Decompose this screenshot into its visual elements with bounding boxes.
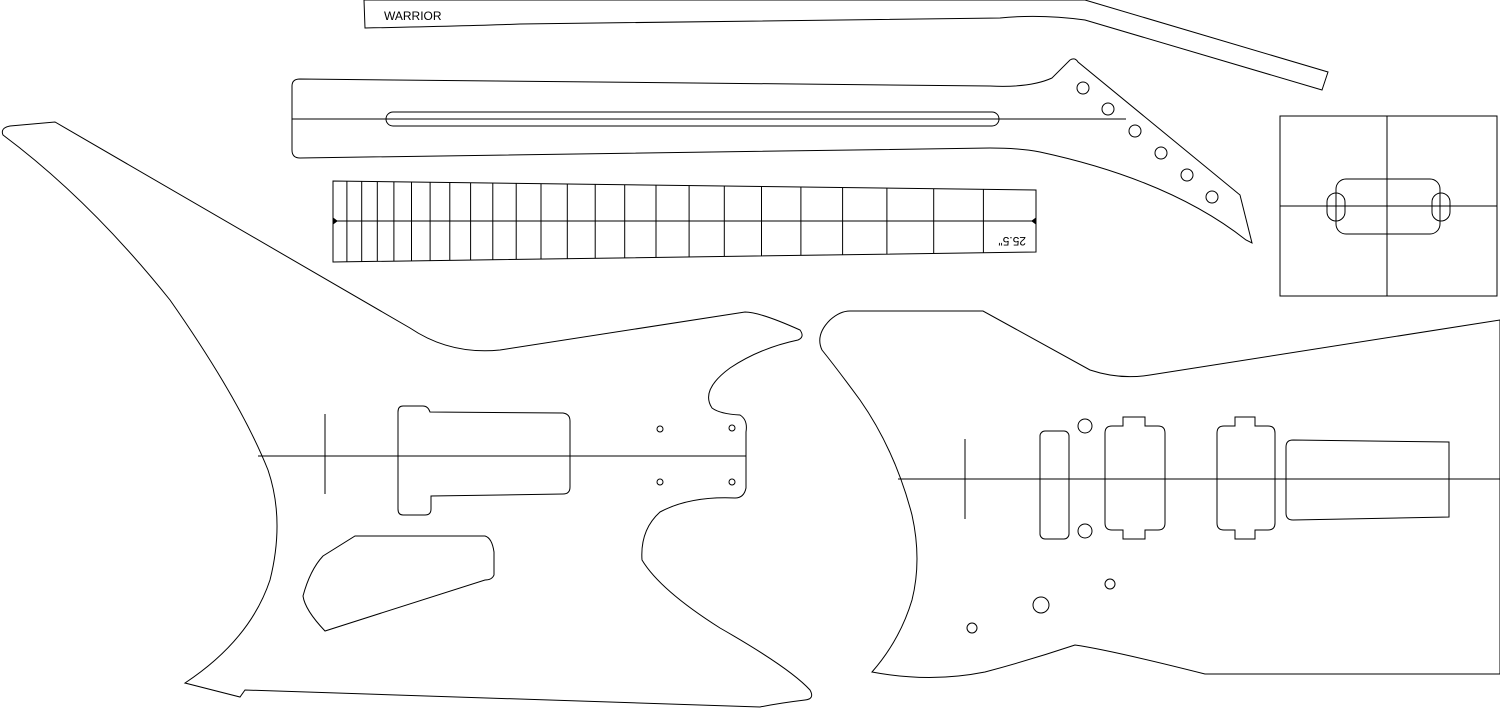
neck-pickup-slot — [1039, 430, 1070, 540]
truss-rod-slot — [385, 111, 1000, 127]
tuner-hole — [1205, 190, 1219, 204]
nut-marker-left — [332, 217, 338, 225]
control-hole — [1032, 596, 1050, 614]
screw-hole — [656, 425, 664, 433]
pickup-ear-left — [1326, 192, 1346, 222]
pickup-routing-template — [1279, 115, 1498, 297]
neck-side-profile: WARRIOR — [363, 0, 1329, 91]
mount-hole — [1077, 523, 1093, 539]
pickup-cavity-bridge — [1216, 416, 1276, 540]
neck-pocket-cavity — [397, 405, 571, 516]
scale-length-label: 25.5" — [998, 234, 1026, 248]
battery-cavity — [302, 535, 495, 632]
screw-hole — [728, 478, 736, 486]
pickup-ear-right — [1431, 192, 1451, 222]
pickup-cavity-middle — [1104, 416, 1166, 540]
fretboard: 25.5" — [332, 180, 1037, 263]
control-hole — [966, 622, 978, 634]
screw-hole — [728, 424, 736, 432]
mount-hole — [1077, 418, 1093, 434]
tuner-hole — [1076, 81, 1090, 95]
template-title: WARRIOR — [384, 9, 442, 23]
pickup-cavity — [1335, 178, 1441, 235]
tuner-hole — [1154, 146, 1168, 160]
tuner-hole — [1101, 102, 1115, 116]
body-back-outline — [1, 121, 813, 708]
tuner-hole — [1180, 168, 1194, 182]
fret-lines — [332, 181, 984, 262]
nut-marker-right — [1031, 217, 1037, 225]
control-hole — [1104, 578, 1116, 590]
body-front-outline — [819, 310, 1500, 678]
bridge-cavity — [1285, 439, 1450, 521]
screw-hole — [656, 478, 664, 486]
tuner-hole — [1128, 124, 1142, 138]
neck-with-headstock — [291, 58, 1253, 244]
